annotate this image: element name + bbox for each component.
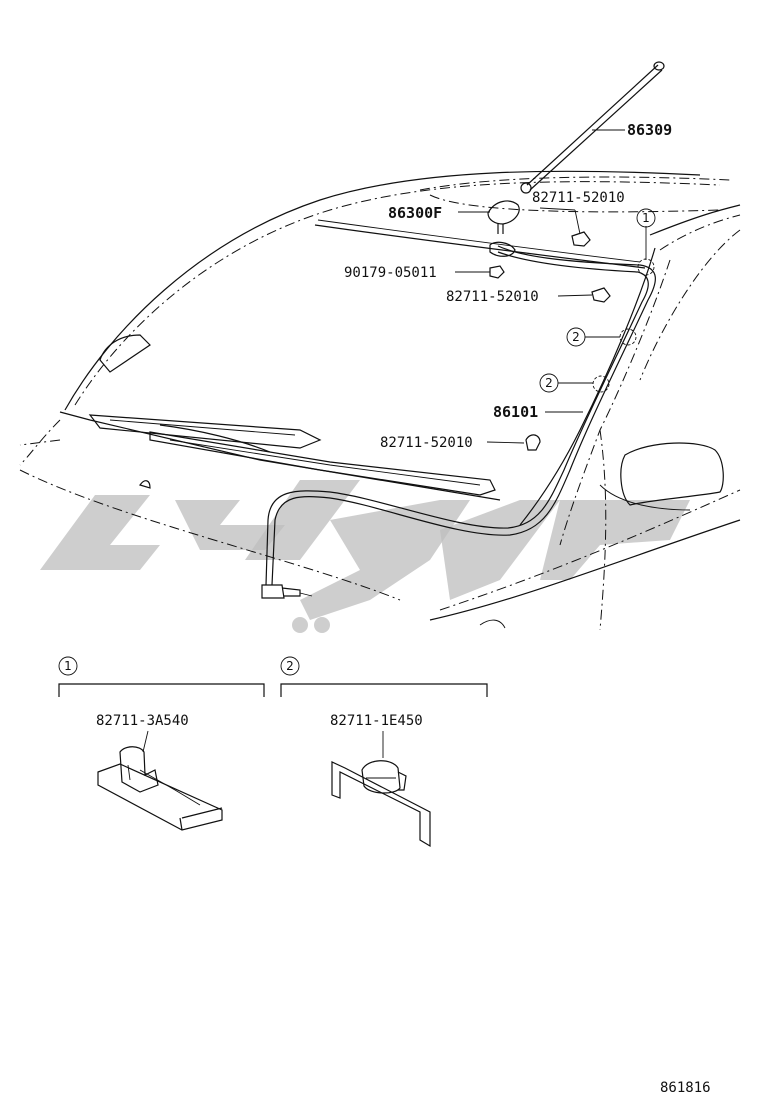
- callout-2a: 2: [566, 327, 586, 347]
- detail-1: 1 82711-3A540: [58, 656, 265, 831]
- label-antenna-base: 86300F: [388, 204, 442, 222]
- label-antenna-rod: 86309: [627, 121, 672, 139]
- svg-text:2: 2: [545, 376, 553, 390]
- diagram-id: 861816: [660, 1080, 711, 1096]
- detail-2: 2 82711-1E450: [280, 656, 488, 848]
- svg-text:1: 1: [642, 211, 650, 225]
- callout-2b: 2: [539, 373, 559, 393]
- clip-lower: [525, 434, 541, 451]
- callout-1: 1: [636, 208, 656, 228]
- wiper-blades: [88, 414, 496, 496]
- label-clip-upper: 82711-52010: [532, 190, 625, 206]
- clip-mid: [591, 287, 611, 303]
- detail-2-marker: 2: [286, 659, 294, 673]
- detail-1-marker: 1: [64, 659, 72, 673]
- antenna-cord: [261, 241, 656, 599]
- label-nut: 90179-05011: [344, 265, 437, 281]
- clip-upper: [571, 231, 591, 247]
- nut: [489, 265, 505, 279]
- antenna-base: [487, 200, 520, 234]
- label-clip-mid: 82711-52010: [446, 289, 539, 305]
- detail-1-part: 82711-3A540: [96, 713, 189, 729]
- watermark-logo: [40, 480, 690, 633]
- detail-2-part: 82711-1E450: [330, 713, 423, 729]
- label-cord: 86101: [493, 403, 538, 421]
- leader-lines: [455, 129, 647, 444]
- svg-text:2: 2: [572, 330, 580, 344]
- label-clip-lower: 82711-52010: [380, 435, 473, 451]
